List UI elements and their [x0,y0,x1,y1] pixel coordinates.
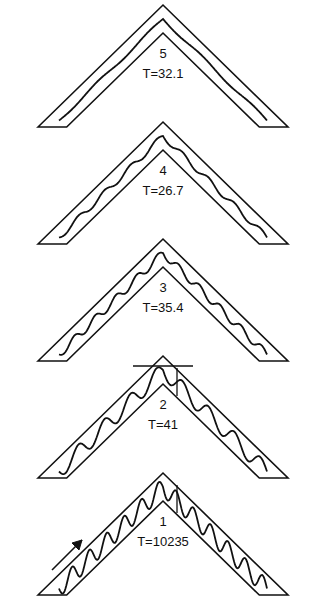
cross-bar [133,365,193,366]
streamline [59,19,267,121]
streamline [59,482,267,594]
streamline [59,367,267,474]
chevron-number: 5 [158,47,167,61]
time-value: T=26.7 [142,184,185,198]
time-value: T=32.1 [142,67,185,81]
time-value: T=10235 [136,535,190,549]
time-value: T=41 [147,418,179,432]
chevron-number: 1 [158,515,167,529]
cross-bar [176,368,177,396]
chevron-outline [38,122,288,244]
chevron-number: 2 [158,398,167,412]
flow-arrowhead [72,540,82,550]
chevron-number: 3 [158,281,167,295]
chevron-outline [38,356,288,478]
time-value: T=35.4 [142,301,185,315]
chevron-outline [38,5,288,127]
flow-arrow [52,540,82,570]
chevron-outline [38,239,288,361]
streamline [59,253,267,355]
chevron-outline [38,473,288,595]
cross-bar [176,485,177,513]
streamline [59,136,267,238]
chevron-number: 4 [158,164,167,178]
